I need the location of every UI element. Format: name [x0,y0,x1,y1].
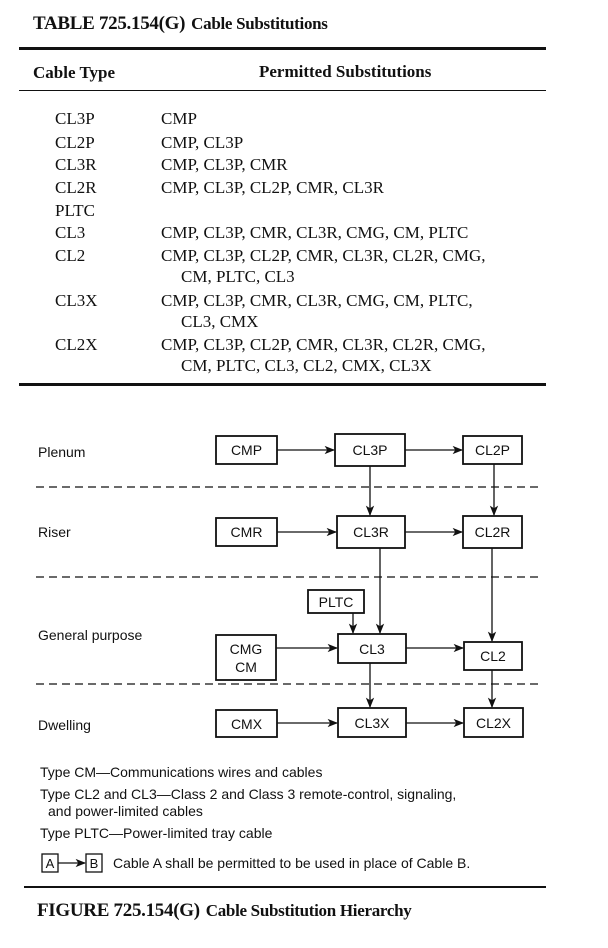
substitutions-cell: CMP, CL3P, CMR [161,154,581,175]
figure-top-rule [24,886,546,888]
zone-label-riser: Riser [38,524,71,540]
table-top-rule [19,47,546,50]
substitutions-text: CMP, CL3P, CMR [161,155,288,174]
figure-caption: Cable Substitution Hierarchy [205,901,412,920]
zone-label-plenum: Plenum [38,444,85,460]
box-label-cmg: CMG [230,641,263,657]
substitutions-text-continued: CM, PLTC, CL3 [181,267,295,286]
substitutions-cell: CMP, CL3P, CL2P, CMR, CL3R, CL2R, CMG, CM… [161,245,581,287]
box-label-cl3: CL3 [359,641,385,657]
table-bottom-rule [19,383,546,386]
substitutions-text-continued: CM, PLTC, CL3, CL2, CMX, CL3X [181,356,432,375]
box-cmr [215,517,278,547]
box-cl3x [337,707,407,738]
box-label-cl2p: CL2P [475,442,510,458]
substitutions-cell: CMP, CL3P, CMR, CL3R, CMG, CM, PLTC [161,222,581,243]
box-pltc [307,589,365,614]
substitutions-text: CMP [161,109,197,128]
table-header-rule [19,90,546,91]
legend-key-diagram: A B [41,853,103,873]
box-cl3p [334,433,406,467]
column-header-permitted-substitutions: Permitted Substitutions [259,62,432,81]
legend-type-cm: Type CM—Communications wires and cables [40,764,323,780]
cable-type-cell: CL3 [55,223,86,242]
cable-type-cell: CL2X [55,335,98,354]
legend-key-label-b: B [90,856,99,871]
box-cl2 [463,641,523,671]
cable-type-cell: CL2 [55,246,86,265]
column-header-cable-type: Cable Type [33,63,116,82]
legend-key-box-b [85,853,103,873]
substitutions-text: CMP, CL3P, CMR, CL3R, CMG, CM, PLTC [161,223,469,242]
box-cl3 [337,633,407,664]
box-label-cmp: CMP [231,442,262,458]
zone-label-dwelling: Dwelling [38,717,91,733]
cable-type-cell: CL3X [55,291,98,310]
table-number: TABLE 725.154(G) [33,13,186,34]
box-label-cl2: CL2 [480,648,506,664]
table-caption: Cable Substitutions [191,14,328,33]
substitutions-text-continued: CL3, CMX [181,312,259,331]
cable-type-cell: CL2P [55,133,95,152]
box-label-pltc: PLTC [319,594,354,610]
cable-type-cell: CL3R [55,155,97,174]
legend-type-cl2-cl3-continued: and power-limited cables [48,803,203,819]
cable-type-cell: CL3P [55,109,95,128]
substitutions-cell: CMP, CL3P [161,132,581,153]
cable-type-cell: CL2R [55,178,97,197]
substitutions-text: CMP, CL3P, CL2P, CMR, CL3R, CL2R, CMG, [161,335,486,354]
zone-label-general-purpose: General purpose [38,627,143,643]
box-label-cl3p: CL3P [352,442,387,458]
legend-key-label-a: A [46,856,55,871]
box-cl3r [336,515,406,549]
substitutions-text: CMP, CL3P, CL2P, CMR, CL3R, CL2R, CMG, [161,246,486,265]
substitutions-cell: CMP, CL3P, CL2P, CMR, CL3R, CL2R, CMG, CM… [161,334,581,376]
box-label-cl3x: CL3X [354,715,390,731]
figure-title: FIGURE 725.154(G) Cable Substitution Hier… [37,900,412,922]
legend-type-cl2-cl3: Type CL2 and CL3—Class 2 and Class 3 rem… [40,786,457,802]
substitutions-cell: CMP, CL3P, CL2P, CMR, CL3R [161,177,581,198]
substitutions-text: CMP, CL3P, CL2P, CMR, CL3R [161,178,384,197]
substitutions-text: CMP, CL3P, CMR, CL3R, CMG, CM, PLTC, [161,291,473,310]
table-title: TABLE 725.154(G) Cable Substitutions [33,13,328,35]
box-label-cl2x: CL2X [476,715,512,731]
cable-type-cell: PLTC [55,201,96,220]
legend-type-pltc: Type PLTC—Power-limited tray cable [40,825,273,841]
box-label-cl2r: CL2R [475,524,511,540]
legend-key-text: Cable A shall be permitted to be used in… [113,855,471,871]
box-cl2x [463,707,524,738]
box-label-cm: CM [235,659,257,675]
box-label-cmx: CMX [231,716,263,732]
box-cl2r [462,515,523,549]
box-cl2p [462,435,523,465]
box-cmp [215,435,278,465]
box-cmx [215,709,278,738]
substitutions-text: CMP, CL3P [161,133,244,152]
substitutions-cell: CMP [161,108,581,129]
substitutions-cell: CMP, CL3P, CMR, CL3R, CMG, CM, PLTC, CL3,… [161,290,581,332]
box-label-cl3r: CL3R [353,524,389,540]
figure-number: FIGURE 725.154(G) [37,900,200,921]
box-label-cmr: CMR [231,524,263,540]
box-cmg-cm [215,634,277,681]
